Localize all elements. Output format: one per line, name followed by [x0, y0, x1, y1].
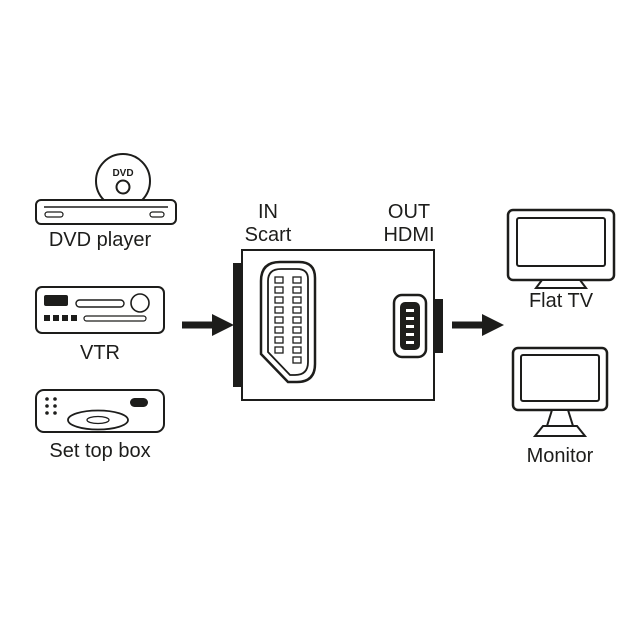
flat-tv-label: Flat TV [529, 290, 594, 312]
hdmi-plug-tab [433, 299, 443, 353]
hdmi-connector-icon [392, 293, 428, 359]
adapter-scart-label: Scart [245, 224, 292, 246]
set-top-box-label: Set top box [49, 440, 150, 462]
scart-plug-tab [233, 263, 243, 387]
adapter-hdmi-label: HDMI [383, 224, 434, 246]
dvd-disc-icon: DVD [95, 153, 151, 209]
dvd-player-icon [35, 199, 177, 225]
monitor-icon [511, 346, 609, 437]
adapter-in-label: IN [258, 201, 278, 223]
monitor-label: Monitor [527, 445, 594, 467]
vtr-label: VTR [80, 342, 120, 364]
dvd-disc-label: DVD [112, 168, 133, 179]
adapter-out-label: OUT [388, 201, 430, 223]
scart-connector-icon [259, 260, 317, 384]
dvd-player-label: DVD player [49, 229, 152, 251]
vtr-icon [35, 286, 165, 334]
flow-arrow-out-icon [452, 314, 504, 336]
set-top-box-icon [35, 389, 165, 433]
flow-arrow-in-icon [182, 314, 234, 336]
flat-tv-icon [506, 208, 616, 289]
